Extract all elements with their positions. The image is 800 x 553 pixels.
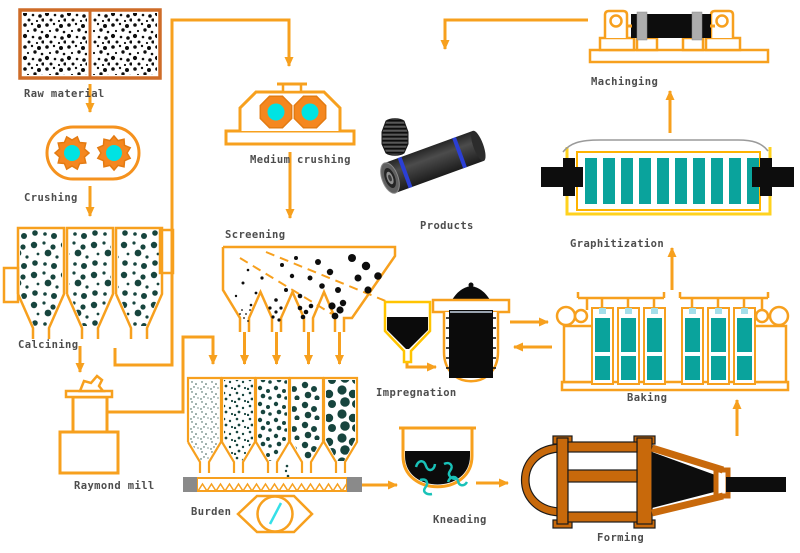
line-machinging-to-products [440, 18, 588, 50]
graphitization-illustration [541, 139, 794, 216]
conveyor-belt [196, 477, 348, 492]
crushing-illustration [45, 125, 141, 181]
graphite-electrode [380, 130, 486, 194]
label-kneading: Kneading [433, 514, 487, 526]
label-burden: Burden [191, 506, 232, 518]
label-graphitization: Graphitization [570, 238, 665, 250]
impregnation-vessel [431, 282, 511, 383]
flow-arrows [75, 18, 742, 490]
label-impregnation: Impregnation [376, 387, 457, 399]
impregnation-illustration [383, 282, 511, 383]
medium-crushing-illustration [224, 82, 356, 146]
electrode-nipple [381, 118, 409, 156]
calcining-illustration [2, 226, 175, 339]
electrode-stubs [541, 158, 794, 196]
baking-illustration [555, 292, 790, 392]
weighing-gauge [236, 494, 314, 534]
screening-particles [234, 254, 382, 322]
line-calcining-to-medium-crushing [113, 18, 294, 367]
baking-manifold [576, 292, 770, 310]
label-baking: Baking [627, 392, 668, 404]
baking-slots [591, 307, 756, 385]
conveyor-end-left [183, 477, 197, 492]
burden-illustration [183, 376, 362, 534]
label-medium-crushing: Medium crushing [250, 154, 351, 166]
forming-illustration [520, 435, 786, 529]
products-illustration [380, 118, 486, 194]
falling-particles [284, 464, 290, 478]
raymond-mill-illustration [58, 374, 120, 475]
screening-illustration [221, 245, 397, 332]
line-raymond-to-burden [107, 335, 218, 414]
furnace-lid-line [562, 139, 769, 153]
label-raymond-mill: Raymond mill [74, 480, 155, 492]
extruded-rod [726, 477, 786, 492]
label-forming: Forming [597, 532, 645, 544]
machinging-illustration [588, 9, 770, 64]
label-products: Products [420, 220, 474, 232]
label-calcining: Calcining [18, 339, 79, 351]
label-machinging: Machinging [591, 76, 659, 88]
raw-material-illustration [18, 8, 162, 80]
label-crushing: Crushing [24, 192, 78, 204]
mixer-blades [414, 460, 469, 496]
conveyor-end-right [347, 477, 362, 492]
kneading-illustration [399, 426, 476, 496]
label-raw-material: Raw material [24, 88, 105, 100]
label-screening: Screening [225, 229, 286, 241]
